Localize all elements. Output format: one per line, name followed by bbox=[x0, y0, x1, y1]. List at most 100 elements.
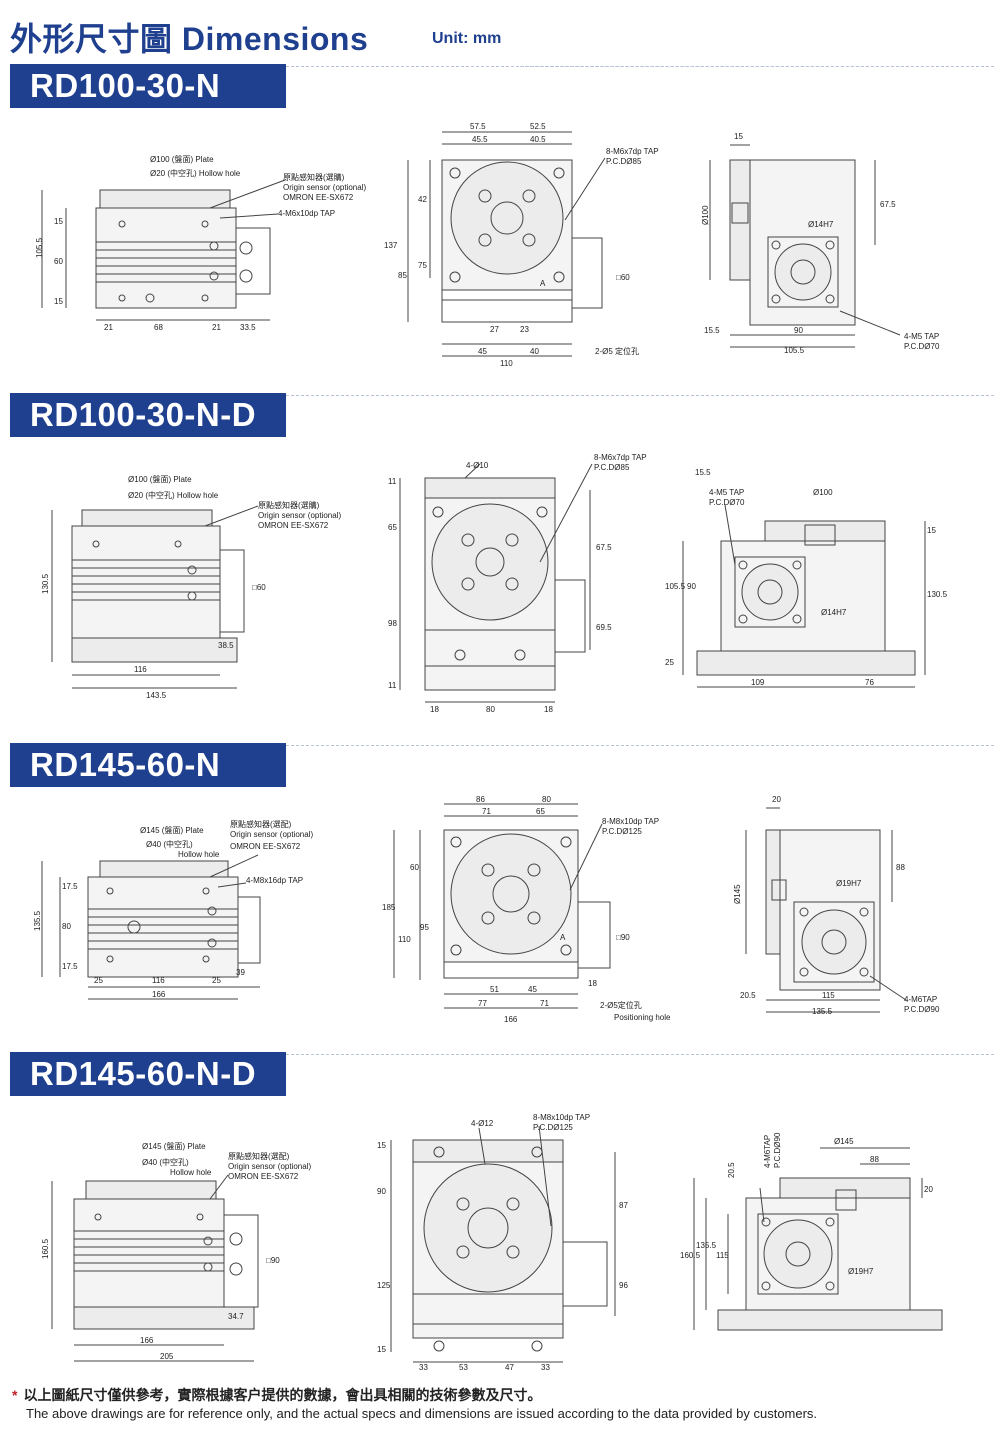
dim-l1: 20.5 bbox=[740, 991, 756, 1000]
dim-b1: 27 bbox=[490, 325, 499, 334]
dim-bottom: 17.5 bbox=[62, 962, 78, 971]
dim-l2: 115 bbox=[822, 991, 835, 1000]
section-title-rd100-30-n-d: RD100-30-N-D bbox=[10, 393, 286, 437]
dim-w1: 116 bbox=[134, 665, 147, 674]
dim-l1: 15.5 bbox=[704, 326, 720, 335]
pcd-label: P.C.DØ125 bbox=[533, 1123, 573, 1132]
dim-t2: 80 bbox=[542, 795, 551, 804]
dim-dia: Ø100 bbox=[813, 488, 833, 497]
section-divider bbox=[286, 66, 994, 67]
holes-label: 4-Ø12 bbox=[471, 1119, 494, 1128]
dim-sq: □60 bbox=[616, 273, 630, 282]
dim-overall-h: 160.5 bbox=[41, 1238, 50, 1259]
sensor-zh-label: 原點感知器(選配) bbox=[228, 1151, 290, 1161]
dim-b1: 18 bbox=[430, 705, 439, 714]
dim-h4: 95 bbox=[420, 923, 429, 932]
dim-w5: 166 bbox=[152, 990, 166, 999]
dim-t2: 52.5 bbox=[530, 122, 546, 131]
sensor-model-label: OMRON EE-SX672 bbox=[283, 193, 354, 202]
footer-text-zh: 以上圖紙尺寸僅供參考，實際根據客户提供的數據，會出具相關的技術參數及尺寸。 bbox=[23, 1387, 542, 1403]
section-title-rd100-30-n: RD100-30-N bbox=[10, 64, 286, 108]
dim-h: 67.5 bbox=[880, 200, 896, 209]
dim-l3: 105.5 bbox=[784, 346, 805, 355]
dim-h2: 38.5 bbox=[218, 641, 234, 650]
dim-l1: 160.5 bbox=[680, 1251, 701, 1260]
tap-label: 4-M6TAP bbox=[904, 995, 937, 1004]
dim-h2: 60 bbox=[410, 863, 419, 872]
rd145-60-n-right-view: 20 Ø145 88 Ø19H7 20.5 115 135.5 4-M6TAP … bbox=[720, 790, 980, 1020]
dim-h4: 15 bbox=[377, 1345, 386, 1354]
dim-b4: 33 bbox=[541, 1363, 550, 1372]
dim-t3: 45.5 bbox=[472, 135, 488, 144]
dim-w4: 39 bbox=[236, 968, 245, 977]
dim-t1: 86 bbox=[476, 795, 485, 804]
fit-label: Ø14H7 bbox=[821, 608, 847, 617]
dim-b1: 51 bbox=[490, 985, 499, 994]
rd100-30-n-d-side-view: Ø100 (盤面) Plate Ø20 (中空孔) Hollow hole 原點… bbox=[30, 470, 370, 700]
dim-h2: 90 bbox=[377, 1187, 386, 1196]
dim-w1: 21 bbox=[104, 323, 113, 332]
dim-h1: 11 bbox=[388, 477, 397, 486]
dim-r2: 130.5 bbox=[927, 590, 948, 599]
fit-label: Ø19H7 bbox=[848, 1267, 874, 1276]
rd100-30-n-d-front-view: 4-Ø10 8-M6x7dp TAP P.C.DØ85 11 65 98 11 … bbox=[380, 450, 670, 715]
mark-a: A bbox=[540, 279, 546, 288]
dim-h1: 15 bbox=[377, 1141, 386, 1150]
dim-b2: 45 bbox=[528, 985, 537, 994]
dim-t1: 57.5 bbox=[470, 122, 486, 131]
dim-l2: 135.5 bbox=[696, 1241, 717, 1250]
plate-label: Ø100 (盤面) Plate bbox=[128, 474, 192, 484]
dim-overall-h: 135.5 bbox=[33, 910, 42, 931]
dim-t4: 40.5 bbox=[530, 135, 546, 144]
dim-overall-h: 105.5 bbox=[35, 237, 44, 258]
pcd-label: P.C.DØ70 bbox=[709, 498, 745, 507]
rd100-30-n-side-view: Ø100 (盤面) Plate Ø20 (中空孔) Hollow hole 原點… bbox=[30, 150, 380, 340]
pcd-label: P.C.DØ90 bbox=[904, 1005, 940, 1014]
dim-b6: 18 bbox=[588, 979, 597, 988]
dim-w2: 205 bbox=[160, 1352, 174, 1361]
rd100-30-n-d-right-view: 15.5 4-M5 TAP P.C.DØ70 Ø100 15 130.5 105… bbox=[665, 465, 955, 695]
sensor-en-label: Origin sensor (optional) bbox=[230, 830, 313, 839]
dim-h4: 11 bbox=[388, 681, 397, 690]
dim-t1: 20.5 bbox=[727, 1162, 736, 1178]
dim-w1: 25 bbox=[94, 976, 103, 985]
hollow-label: Ø40 (中空孔) bbox=[142, 1157, 189, 1167]
dim-t1: 15.5 bbox=[695, 468, 711, 477]
dim-r1: 15 bbox=[927, 526, 936, 535]
dim-l2: 90 bbox=[687, 582, 696, 591]
dim-h3: 110 bbox=[398, 935, 411, 944]
tap-label: 8-M6x7dp TAP bbox=[606, 147, 659, 156]
fit-label: Ø19H7 bbox=[836, 879, 862, 888]
dim-b2: 53 bbox=[459, 1363, 468, 1372]
dim-b1: 33 bbox=[419, 1363, 428, 1372]
dim-h3: 125 bbox=[377, 1281, 391, 1290]
sensor-zh-label: 原點感知器(選配) bbox=[230, 819, 292, 829]
dim-h1: 185 bbox=[382, 903, 396, 912]
rd145-60-n-d-front-view: 4-Ø12 8-M8x10dp TAP P.C.DØ125 15 90 125 … bbox=[375, 1112, 640, 1372]
section-divider bbox=[286, 395, 994, 396]
dim-b5: 166 bbox=[504, 1015, 518, 1024]
sensor-zh-label: 原點感知器(選購) bbox=[283, 172, 345, 182]
rd145-60-n-d-right-view: 4-M6TAP P.C.DØ90 20.5 Ø145 88 20 160.5 1… bbox=[680, 1128, 970, 1340]
dim-b3: 77 bbox=[478, 999, 487, 1008]
dim-h: 88 bbox=[896, 863, 905, 872]
dim-b5: 110 bbox=[500, 359, 513, 368]
tap-label: 8-M8x10dp TAP bbox=[602, 817, 659, 826]
dim-w2: 116 bbox=[152, 976, 165, 985]
dim-t2: 88 bbox=[870, 1155, 879, 1164]
sensor-model-label: OMRON EE-SX672 bbox=[258, 521, 329, 530]
dim-b3: 18 bbox=[544, 705, 553, 714]
holes-label: 4-Ø10 bbox=[466, 461, 489, 470]
sensor-en-label: Origin sensor (optional) bbox=[258, 511, 341, 520]
pin-label-en: Positioning hole bbox=[614, 1013, 671, 1022]
dim-r1: 20 bbox=[924, 1185, 933, 1194]
dim-bottom: 15 bbox=[54, 297, 63, 306]
unit-label: Unit: mm bbox=[432, 30, 502, 47]
rd145-60-n-side-view: Ø145 (盤面) Plate Ø40 (中空孔) Hollow hole 原點… bbox=[30, 815, 370, 1005]
dim-mid: 80 bbox=[62, 922, 71, 931]
dim-w4: 33.5 bbox=[240, 323, 256, 332]
tap-label: 4-M6x10dp TAP bbox=[278, 209, 335, 218]
dim-b2: 76 bbox=[865, 678, 874, 687]
rd145-60-n-d-side-view: Ø145 (盤面) Plate Ø40 (中空孔) Hollow hole 原點… bbox=[30, 1135, 370, 1370]
sensor-en-label: Origin sensor (optional) bbox=[228, 1162, 311, 1171]
